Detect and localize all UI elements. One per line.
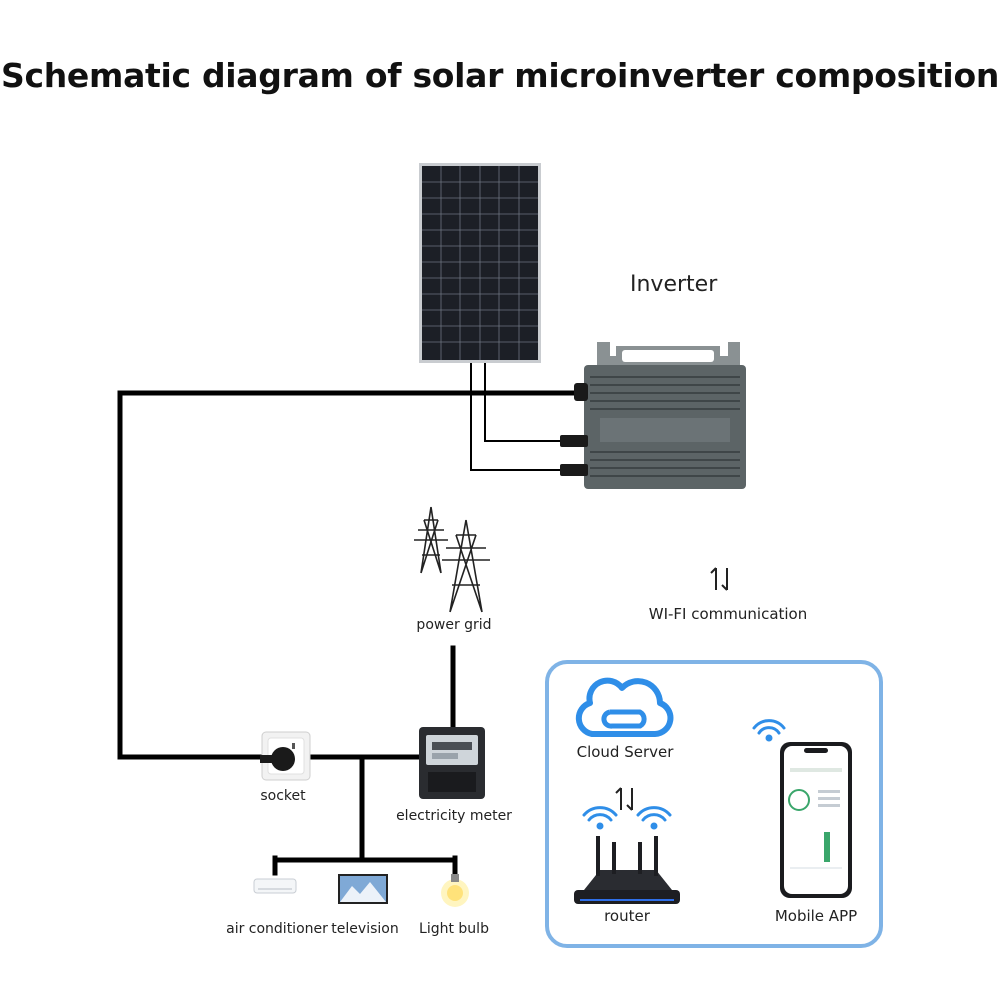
television-label: television xyxy=(331,921,399,937)
socket-label: socket xyxy=(260,788,306,804)
microinverter-icon xyxy=(560,342,746,489)
electricity-meter-label: electricity meter xyxy=(396,808,512,824)
wiring xyxy=(117,362,585,876)
dc-wire-negative xyxy=(470,362,561,471)
phone-icon xyxy=(780,742,852,898)
inverter-label: Inverter xyxy=(630,272,718,297)
wifi-label: WI-FI communication xyxy=(648,605,808,623)
ac-trunk-wire xyxy=(117,390,585,760)
mobile-app-label: Mobile APP xyxy=(774,907,858,925)
router-arrows-icon xyxy=(615,787,633,811)
bidirectional-arrows-icon xyxy=(710,567,728,591)
router-icon xyxy=(574,836,680,904)
air-conditioner-icon xyxy=(253,878,297,894)
cloud-server-label: Cloud Server xyxy=(576,743,674,761)
diagram-title: Schematic diagram of solar microinverter… xyxy=(0,56,1000,95)
light-bulb-label: Light bulb xyxy=(419,921,489,937)
socket-icon xyxy=(260,731,311,781)
television-icon xyxy=(338,874,388,904)
dc-wire-positive xyxy=(484,362,561,442)
power-tower-icon xyxy=(414,506,490,613)
power-grid-label: power grid xyxy=(416,617,492,633)
router-label: router xyxy=(604,907,650,925)
wifi-icon xyxy=(582,719,786,830)
light-bulb-icon xyxy=(441,874,469,907)
meter-icon xyxy=(419,727,485,799)
solar-panel-icon xyxy=(419,163,541,363)
cloud-icon xyxy=(575,677,674,737)
communication-box xyxy=(545,660,883,948)
air-conditioner-label: air conditioner xyxy=(226,921,328,937)
